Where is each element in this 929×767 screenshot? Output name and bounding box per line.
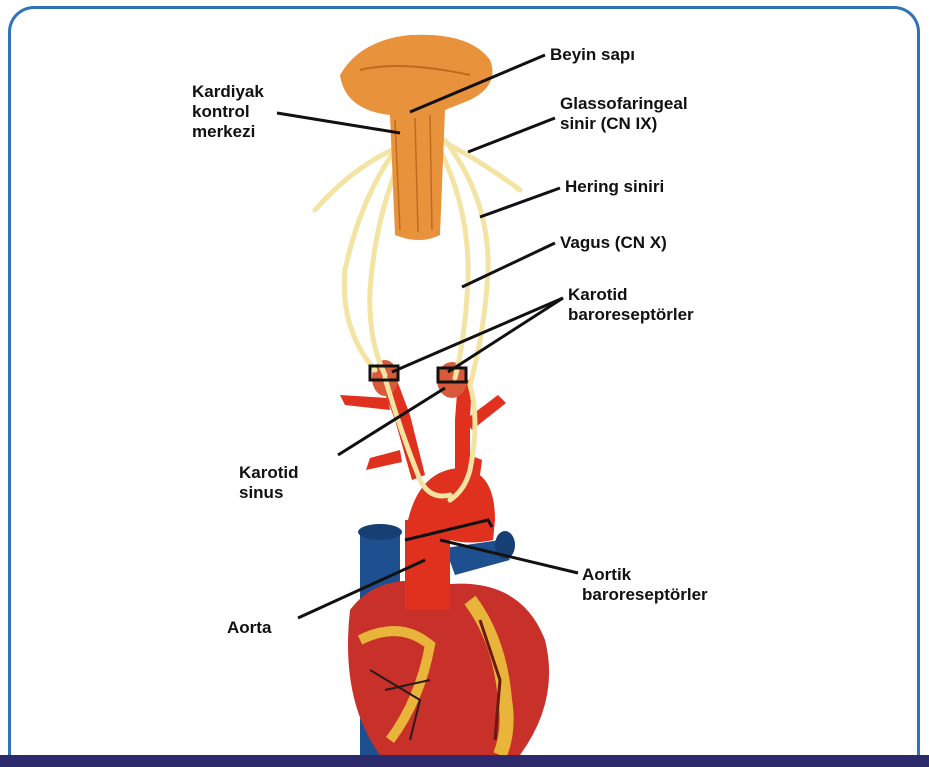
label-karotid-sinus: Karotid sinus — [239, 463, 299, 503]
carotid-arteries — [340, 360, 506, 480]
label-hering-siniri: Hering siniri — [565, 177, 664, 197]
label-karotid-baroreseptorler: Karotid baroreseptörler — [568, 285, 694, 325]
label-glossofaringeal-sinir: Glassofaringeal sinir (CN IX) — [560, 94, 688, 134]
label-vagus: Vagus (CN X) — [560, 233, 667, 253]
label-beyin-sapi: Beyin sapı — [550, 45, 635, 65]
bottom-bar — [0, 755, 929, 767]
label-kardiyak-kontrol-merkezi: Kardiyak kontrol merkezi — [192, 82, 264, 142]
label-aorta: Aorta — [227, 618, 271, 638]
label-aortik-baroreseptorler: Aortik baroreseptörler — [582, 565, 708, 605]
